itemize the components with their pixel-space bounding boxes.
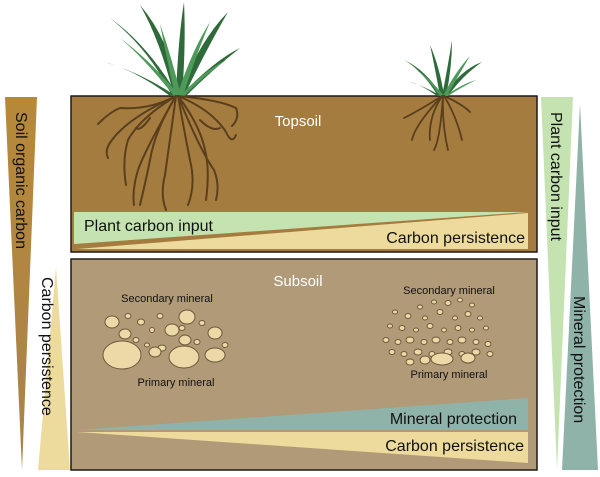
topsoil-carbon-persistence-label: Carbon persistence — [386, 230, 525, 247]
mineral-protection-bar — [562, 104, 598, 470]
mineral-cluster-left — [102, 309, 229, 370]
topsoil-carbon-persistence-wedge — [77, 213, 528, 249]
subsoil-title: Subsoil — [273, 273, 322, 290]
primary-mineral-label-right: Primary mineral — [410, 369, 487, 381]
secondary-mineral-label-right: Secondary mineral — [403, 285, 495, 297]
plant-carbon-input-bar-label: Plant carbon input — [547, 112, 564, 242]
roots-small-icon — [403, 95, 471, 151]
plant-carbon-input-wedge — [74, 212, 528, 244]
subsoil-carbon-persistence-wedge — [77, 432, 528, 463]
mineral-protection-wedge — [77, 398, 528, 430]
soil-organic-carbon-bar — [5, 97, 37, 470]
mineral-protection-label: Mineral protection — [390, 411, 517, 428]
plant-carbon-input-bar — [541, 97, 573, 470]
carbon-persistence-bar-left — [38, 267, 70, 470]
secondary-mineral-label-left: Secondary mineral — [121, 293, 213, 305]
mineral-cluster-right — [382, 297, 494, 366]
mineral-protection-bar-label: Mineral protection — [570, 296, 587, 423]
plant-large-icon — [104, 2, 240, 96]
roots-large-icon — [97, 95, 239, 211]
plant-small-icon — [404, 40, 482, 96]
primary-mineral-label-left: Primary mineral — [137, 377, 214, 389]
carbon-persistence-bar-label: Carbon persistence — [38, 277, 55, 416]
subsoil-carbon-persistence-label: Carbon persistence — [385, 438, 524, 455]
soil-organic-carbon-label: Soil organic carbon — [12, 112, 29, 249]
plant-carbon-input-label: Plant carbon input — [84, 218, 214, 235]
topsoil-title: Topsoil — [275, 113, 322, 130]
